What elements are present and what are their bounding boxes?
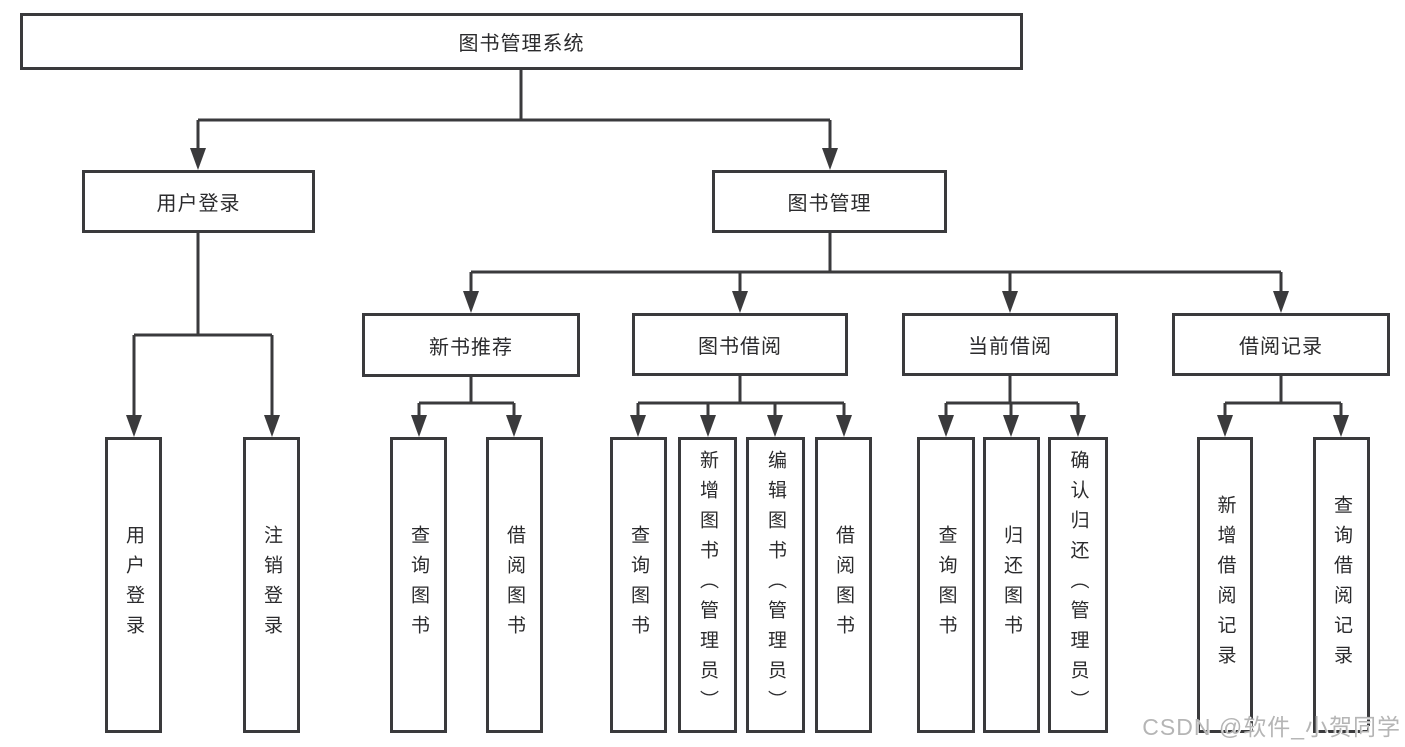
node-label: 归还图书 [1001, 525, 1022, 645]
node-label: 查询借阅记录 [1331, 495, 1352, 675]
node-book-borrowing: 图书借阅 [632, 313, 848, 376]
node-label: 借阅图书 [833, 525, 854, 645]
node-label: 新书推荐 [429, 336, 513, 359]
node-label: 借阅图书 [504, 525, 525, 645]
leaf-add-borrow-record: 新增借阅记录 [1197, 437, 1253, 733]
leaf-query-books-borrow: 查询图书 [610, 437, 667, 733]
node-label: 用户登录 [123, 525, 144, 645]
node-label: 借阅记录 [1239, 336, 1323, 358]
node-root-system: 图书管理系统 [20, 13, 1023, 70]
node-label: 确认归还（管理员） [1067, 450, 1089, 720]
node-label: 新增图书（管理员） [697, 450, 718, 720]
leaf-borrow-books-recommend: 借阅图书 [486, 437, 543, 733]
node-label: 用户登录 [156, 193, 241, 215]
node-label: 图书管理系统 [458, 33, 585, 55]
node-label: 新增借阅记录 [1214, 495, 1236, 675]
leaf-user-login: 用户登录 [105, 437, 162, 733]
leaf-add-book-admin: 新增图书（管理员） [678, 437, 737, 733]
leaf-confirm-return-admin: 确认归还（管理员） [1048, 437, 1108, 733]
node-label: 查询图书 [628, 525, 649, 645]
leaf-query-borrow-record: 查询借阅记录 [1313, 437, 1370, 733]
leaf-edit-book-admin: 编辑图书（管理员） [746, 437, 805, 733]
leaf-logout: 注销登录 [243, 437, 300, 733]
node-label: 查询图书 [935, 525, 957, 645]
leaf-query-books-recommend: 查询图书 [390, 437, 447, 733]
node-label: 注销登录 [261, 525, 282, 645]
node-book-management: 图书管理 [712, 170, 947, 233]
node-label: 图书借阅 [698, 336, 782, 358]
leaf-query-books-current: 查询图书 [917, 437, 975, 733]
node-borrowing-records: 借阅记录 [1172, 313, 1390, 376]
node-label: 当前借阅 [968, 336, 1052, 358]
node-label: 查询图书 [408, 525, 429, 645]
node-new-book-recommend: 新书推荐 [362, 313, 580, 377]
csdn-watermark: CSDN @软件_小贺同学 [1142, 714, 1401, 740]
node-current-borrowing: 当前借阅 [902, 313, 1118, 376]
node-user-login: 用户登录 [82, 170, 315, 233]
node-label: 图书管理 [787, 193, 872, 215]
arrowhead-icons [126, 148, 1349, 437]
leaf-return-book: 归还图书 [983, 437, 1040, 733]
node-label: 编辑图书（管理员） [765, 450, 786, 720]
leaf-borrow-books: 借阅图书 [815, 437, 872, 733]
